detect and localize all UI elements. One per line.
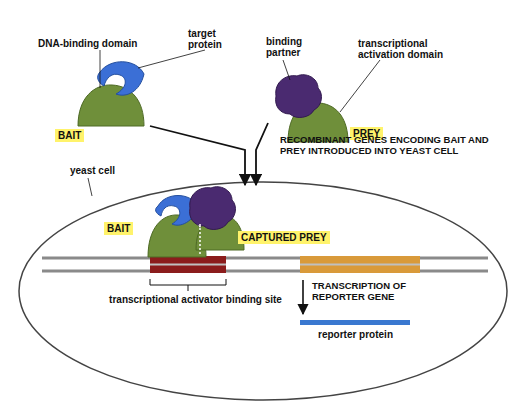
reporter-gene — [300, 256, 420, 273]
delivery-arrow — [256, 123, 268, 185]
dna-strand — [150, 264, 226, 266]
transcription-arrow — [302, 280, 304, 314]
yeast-cell: yeast cell — [18, 181, 508, 401]
bait-tag: BAIT — [104, 222, 133, 235]
leader-line — [100, 50, 101, 88]
reporter-protein-bar — [300, 320, 410, 325]
prey-tag: CAPTURED PREY — [238, 231, 330, 244]
bait-tag: BAIT — [55, 129, 84, 142]
part-label: transcriptional activation domain — [358, 38, 470, 60]
dna-strand — [42, 257, 488, 260]
cell-outline — [18, 181, 508, 401]
cell-label: yeast cell — [70, 165, 115, 176]
binding-site — [150, 256, 226, 273]
part-label: target protein — [188, 28, 228, 50]
part-label: DNA-binding domain — [38, 38, 178, 49]
part-label: transcriptional activator binding site — [108, 294, 283, 305]
step-note: RECOMBINANT GENES ENCODING BAIT AND PREY… — [280, 134, 508, 156]
interaction-dots — [199, 224, 201, 256]
dna-strand — [300, 264, 420, 266]
target-protein — [98, 62, 144, 95]
part-label: binding partner — [266, 36, 314, 58]
leader-line — [88, 178, 92, 196]
binding-partner — [190, 187, 236, 230]
binding-partner — [276, 75, 322, 118]
bracket — [150, 279, 226, 291]
protein-group: BAIT — [55, 62, 150, 150]
cell-membrane — [19, 182, 507, 400]
leader-line — [283, 60, 290, 80]
leader-line — [340, 60, 380, 112]
step-note: TRANSCRIPTION OF REPORTER GENE — [312, 280, 437, 302]
dna-strand — [42, 270, 488, 273]
part-label: reporter protein — [318, 329, 408, 340]
delivery-arrow — [150, 126, 245, 185]
leader-line — [138, 50, 205, 68]
